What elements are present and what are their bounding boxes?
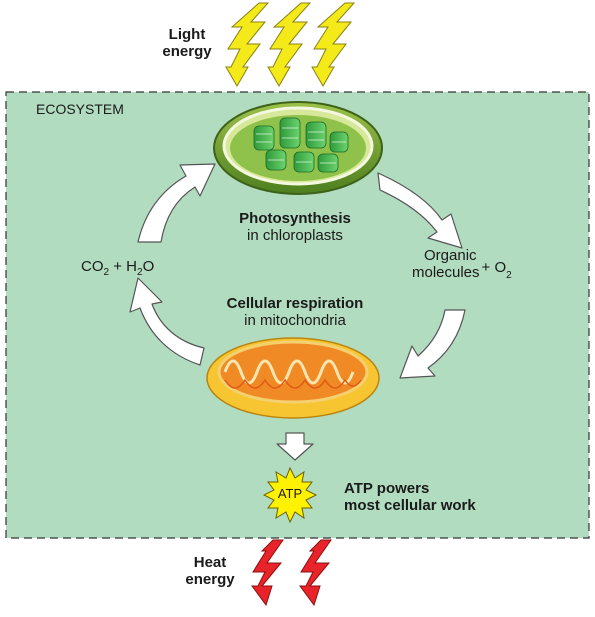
- light-label-line-2: energy: [162, 43, 212, 61]
- heat-energy-label: Heat energy: [170, 554, 250, 589]
- light-label-line-1: Light: [168, 26, 206, 43]
- outputs-label: Organic molecules+ O2: [412, 247, 512, 285]
- co2-text: CO: [81, 258, 104, 275]
- heat-energy-bolts: [251, 539, 332, 607]
- arrow-to-atp: [276, 432, 314, 461]
- inputs-plus: +: [113, 258, 122, 275]
- atp-caption-line-2: most cellular work: [344, 497, 476, 515]
- photosynthesis-label: Photosynthesis in chloroplasts: [215, 210, 375, 245]
- light-bolt-2: [267, 2, 312, 87]
- atp-starburst: [262, 466, 318, 524]
- arrow-to-chloroplast: [137, 163, 216, 243]
- h2o-subscript: 2: [137, 267, 143, 278]
- respiration-title: Cellular respiration: [226, 295, 364, 312]
- arrow-to-organic: [377, 172, 463, 249]
- light-bolt-1: [225, 2, 270, 87]
- heat-label-line-2: energy: [185, 571, 235, 589]
- light-energy-label: Light energy: [151, 26, 223, 61]
- heat-bolt-1: [251, 539, 284, 607]
- light-energy-bolts: [225, 2, 356, 87]
- organic-line-1: Organic: [424, 247, 477, 264]
- light-bolt-3: [311, 2, 356, 87]
- ecosystem-label: ECOSYSTEM: [36, 101, 124, 117]
- photosynthesis-subtitle: in chloroplasts: [247, 227, 343, 245]
- mitochondrion-illustration: [206, 337, 380, 419]
- o2-text: + O: [481, 259, 507, 277]
- h2o-text: H: [126, 258, 138, 275]
- respiration-subtitle: in mitochondria: [244, 312, 346, 330]
- inputs-label: CO2 + H2O: [81, 258, 154, 279]
- respiration-label: Cellular respiration in mitochondria: [195, 295, 395, 330]
- arrow-to-mitochondrion: [399, 309, 466, 379]
- organic-line-2: molecules: [412, 264, 480, 282]
- arrow-to-co2: [129, 277, 205, 366]
- h2o-end: O: [142, 258, 155, 275]
- atp-badge-text: ATP: [277, 486, 303, 501]
- photosynthesis-title: Photosynthesis: [239, 210, 351, 227]
- heat-label-line-1: Heat: [193, 554, 227, 571]
- heat-bolt-2: [299, 539, 332, 607]
- o2-subscript: 2: [506, 270, 512, 282]
- co2-subscript: 2: [103, 267, 110, 278]
- cycle-arrows: [129, 163, 466, 461]
- atp-caption-line-1: ATP powers: [344, 480, 430, 497]
- atp-caption: ATP powers most cellular work: [344, 480, 476, 515]
- chloroplast-illustration: [213, 101, 383, 195]
